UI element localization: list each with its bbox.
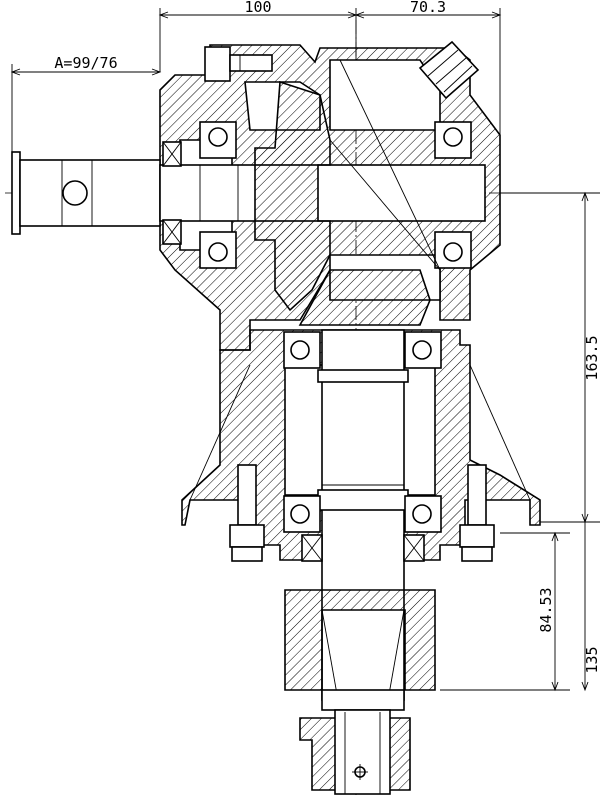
output-nut (299, 709, 411, 795)
input-shaft (11, 151, 486, 235)
mounting-bolt-right (459, 464, 495, 562)
input-bevel-gear (254, 59, 441, 312)
dim-shaft-label: A=99/76 (54, 54, 117, 72)
output-bevel-gear (298, 269, 431, 326)
dim-vertical-lower: 84.53 (537, 587, 555, 632)
input-seal (162, 141, 182, 245)
output-bearing-bottom (283, 495, 442, 533)
input-bearing-left (199, 121, 237, 269)
input-bearing-right (434, 121, 472, 269)
breather-plug (418, 40, 480, 100)
output-bearing-top (283, 331, 442, 369)
output-hub (284, 589, 436, 711)
dim-top-left: 100 (244, 0, 271, 16)
top-bolt (204, 46, 273, 82)
dim-vertical-bottom: 135 (583, 646, 600, 673)
dim-vertical-mid: 163.5 (583, 335, 600, 380)
output-seal (301, 534, 425, 562)
dimension-lines (10, 8, 600, 692)
dim-top-right: 70.3 (410, 0, 446, 16)
output-shaft (317, 329, 409, 701)
mounting-bolt-left (229, 464, 265, 562)
